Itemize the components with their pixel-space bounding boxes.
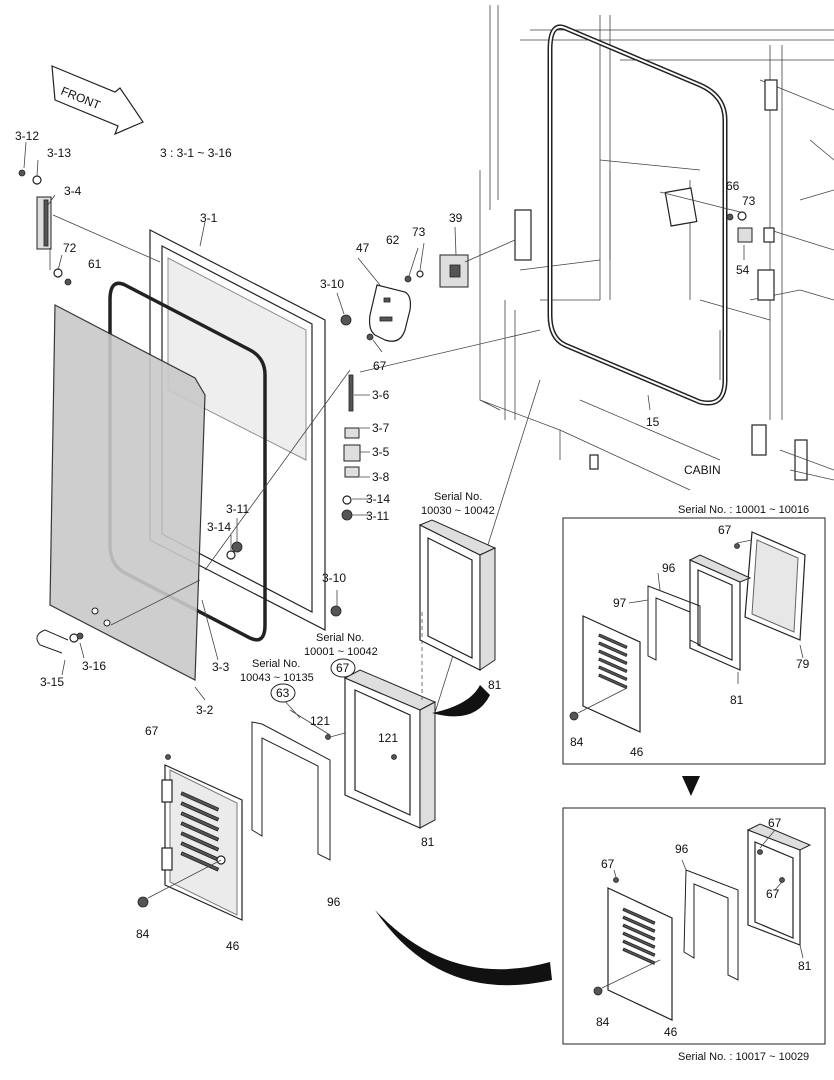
- label-96: 96: [327, 895, 341, 909]
- label-81-left: 81: [421, 835, 435, 849]
- label-46-inset1: 46: [630, 745, 644, 759]
- curved-arrow-down: [375, 910, 552, 986]
- label-66: 66: [726, 179, 740, 193]
- label-81-inset1: 81: [730, 693, 744, 707]
- label-3-10-bottom: 3-10: [322, 571, 346, 585]
- inset-box-1: [562, 517, 826, 765]
- label-46: 46: [226, 939, 240, 953]
- label-67: 67: [373, 359, 387, 373]
- circled-labels: 67 63: [270, 658, 356, 703]
- label-61: 61: [88, 257, 102, 271]
- label-62: 62: [386, 233, 400, 247]
- circled-63: 63: [276, 686, 290, 700]
- serial-1-title: Serial No.: [434, 491, 482, 503]
- label-3-5: 3-5: [372, 445, 390, 459]
- curved-arrow-up: [432, 685, 490, 717]
- label-79: 79: [796, 657, 810, 671]
- label-67-inset2: 67: [601, 857, 615, 871]
- label-96-inset2: 96: [675, 842, 689, 856]
- label-73-right: 73: [742, 194, 756, 208]
- down-triangle: [682, 776, 700, 796]
- label-96-inset1: 96: [662, 561, 676, 575]
- label-3-1: 3-1: [200, 211, 218, 225]
- serial-notes: Serial No. 10030 ~ 10042 Serial No. 1000…: [240, 491, 809, 1063]
- serial-3-range: 10043 ~ 10135: [240, 672, 314, 684]
- label-84-inset2: 84: [596, 1015, 610, 1029]
- inset-1-parts: [569, 531, 806, 733]
- part-labels: 3-12 3-13 3-4 72 61 3-1 3-10 47 62 73 39…: [15, 129, 812, 1039]
- label-121-right: 121: [378, 731, 398, 745]
- label-3-14-right: 3-14: [366, 492, 390, 506]
- label-81-middle: 81: [488, 678, 502, 692]
- label-67-inset1: 67: [718, 523, 732, 537]
- leader-lines: [23, 141, 745, 761]
- label-3-6: 3-6: [372, 388, 390, 402]
- label-54: 54: [736, 263, 750, 277]
- label-39: 39: [449, 211, 463, 225]
- label-84: 84: [136, 927, 150, 941]
- label-47: 47: [356, 241, 370, 255]
- label-73: 73: [412, 225, 426, 239]
- label-72: 72: [63, 241, 77, 255]
- label-3-15: 3-15: [40, 675, 64, 689]
- serial-3-title: Serial No.: [252, 658, 300, 670]
- label-3-3: 3-3: [212, 660, 230, 674]
- box-middle: [418, 519, 497, 671]
- serial-2-title: Serial No.: [316, 632, 364, 644]
- label-67-inset2-top: 67: [768, 816, 782, 830]
- label-97: 97: [613, 596, 627, 610]
- serial-box-2: Serial No. : 10017 ~ 10029: [678, 1051, 809, 1063]
- cabin-frame: [479, 5, 834, 491]
- serial-1-range: 10030 ~ 10042: [421, 505, 495, 517]
- label-3-11-right: 3-11: [366, 509, 389, 523]
- label-3-8: 3-8: [372, 470, 390, 484]
- label-3-2: 3-2: [196, 703, 214, 717]
- label-81-inset2: 81: [798, 959, 812, 973]
- serial-box-1: Serial No. : 10001 ~ 10016: [678, 504, 809, 516]
- label-3-11-left: 3-11: [226, 502, 249, 516]
- group-note: 3 : 3-1 ~ 3-16: [160, 146, 232, 160]
- circled-67: 67: [336, 661, 350, 675]
- label-3-7: 3-7: [372, 421, 390, 435]
- label-3-4: 3-4: [64, 184, 82, 198]
- cover-assembly-left: [137, 669, 437, 921]
- latch-assembly: [226, 211, 775, 617]
- u-bolt: [36, 629, 84, 654]
- label-121-left: 121: [310, 714, 330, 728]
- inset-box-2: [562, 807, 826, 1045]
- cabin-label: CABIN: [684, 463, 721, 477]
- serial-2-range: 10001 ~ 10042: [304, 646, 378, 658]
- label-3-14-left: 3-14: [207, 520, 231, 534]
- label-15: 15: [646, 415, 660, 429]
- label-3-10-top: 3-10: [320, 277, 344, 291]
- label-3-12: 3-12: [15, 129, 39, 143]
- label-3-13: 3-13: [47, 146, 71, 160]
- front-arrow: FRONT: [51, 65, 144, 136]
- door-seal: [108, 281, 267, 642]
- label-46-inset2: 46: [664, 1025, 678, 1039]
- label-67-inset2-mid: 67: [766, 887, 780, 901]
- label-3-16: 3-16: [82, 659, 106, 673]
- label-67-cover: 67: [145, 724, 159, 738]
- inset-2-parts: [593, 823, 812, 1021]
- door-glass: [49, 304, 206, 681]
- label-84-inset1: 84: [570, 735, 584, 749]
